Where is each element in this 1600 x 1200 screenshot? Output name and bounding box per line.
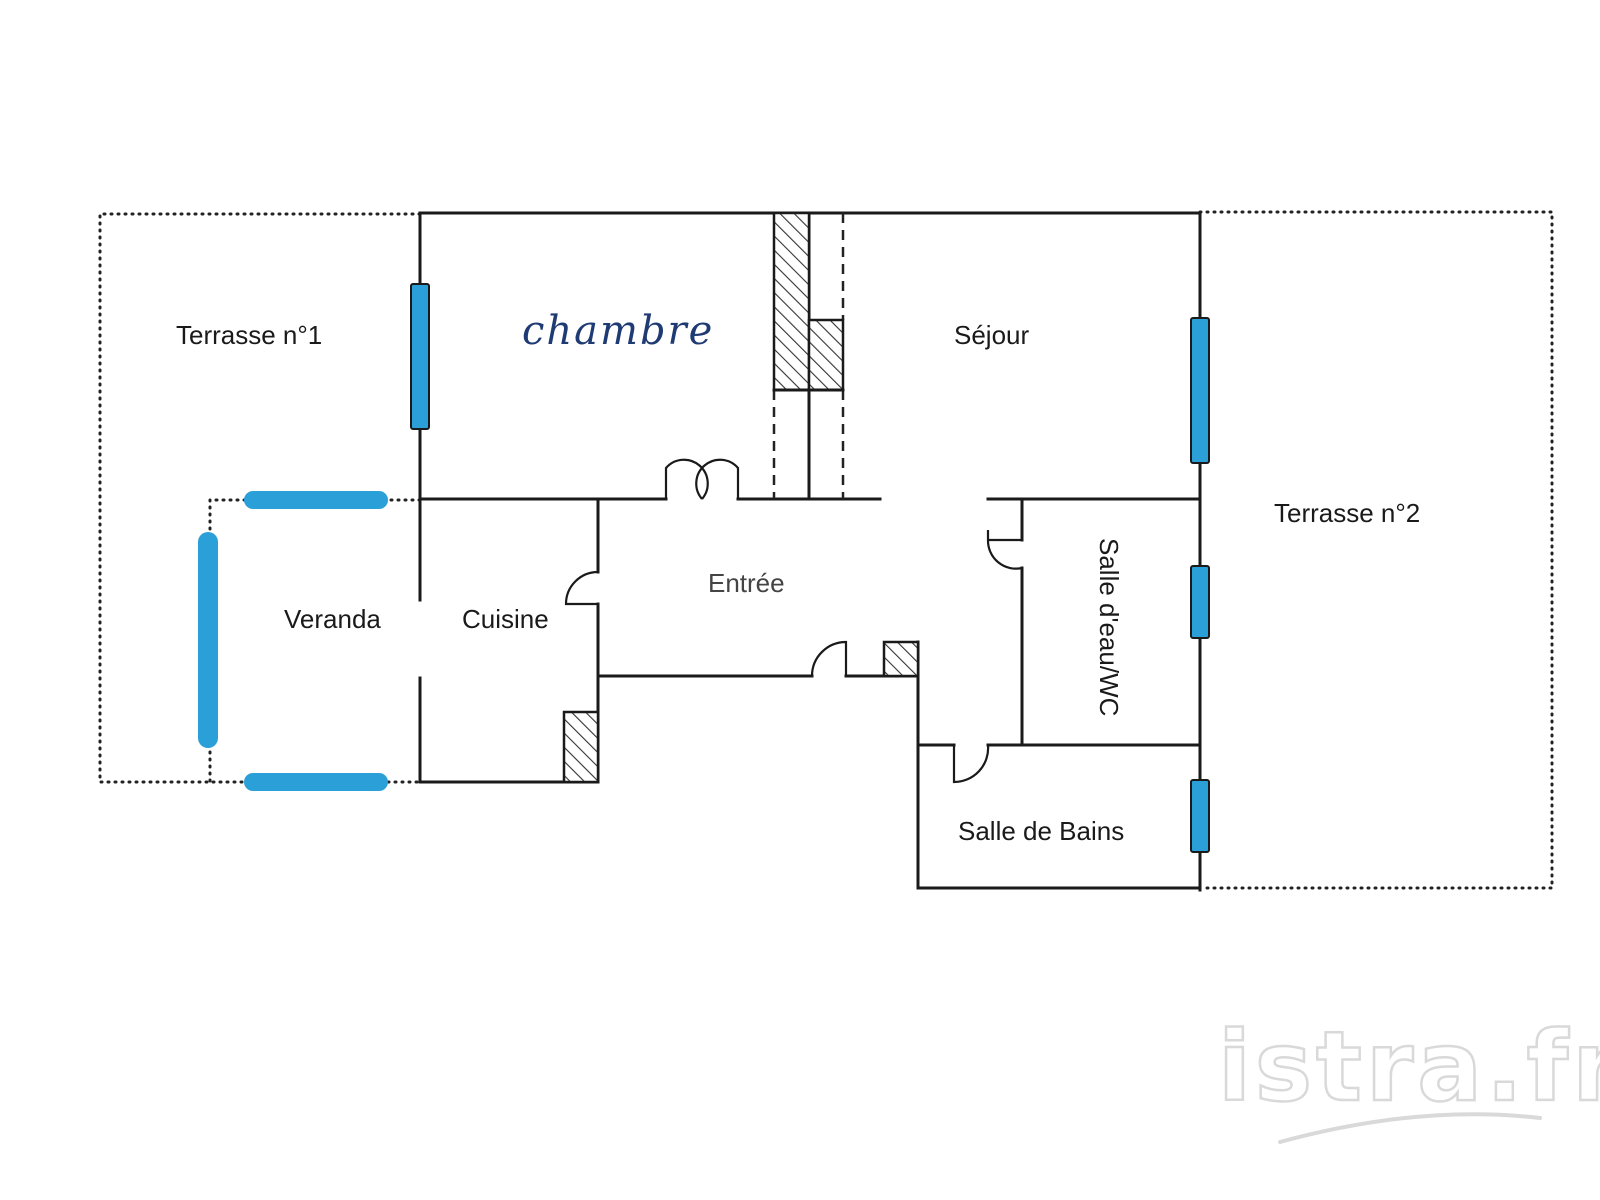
- watermark-text: istra.fr: [1218, 1011, 1600, 1123]
- windows: [198, 283, 1210, 853]
- veranda-outline: [208, 498, 422, 784]
- window-chambre: [410, 283, 430, 430]
- terrasse1-outline: [98, 212, 422, 784]
- doors: [564, 458, 1023, 784]
- label-veranda: Veranda: [284, 604, 381, 634]
- label-salle-eau-wc: Salle d'eau/WC: [1094, 538, 1124, 716]
- window-wc: [1190, 565, 1210, 639]
- room-labels: Terrasse n°1 chambre Séjour Terrasse n°2…: [176, 308, 1420, 846]
- label-chambre: chambre: [522, 308, 714, 354]
- structural-columns: [562, 211, 920, 784]
- label-cuisine: Cuisine: [462, 604, 549, 634]
- window-veranda-bottom: [244, 773, 388, 791]
- label-sejour: Séjour: [954, 320, 1029, 350]
- label-terrasse1: Terrasse n°1: [176, 320, 322, 350]
- watermark-swoosh: [1278, 1112, 1542, 1144]
- label-entree: Entrée: [708, 568, 785, 598]
- window-sejour: [1190, 317, 1210, 464]
- terrasse2-outline: [1198, 210, 1554, 890]
- window-veranda-left: [198, 532, 218, 748]
- window-bain: [1190, 779, 1210, 853]
- label-salle-de-bains: Salle de Bains: [958, 816, 1124, 846]
- window-veranda-top: [244, 491, 388, 509]
- watermark: istra.fr: [1217, 1010, 1600, 1144]
- label-terrasse2: Terrasse n°2: [1274, 498, 1420, 528]
